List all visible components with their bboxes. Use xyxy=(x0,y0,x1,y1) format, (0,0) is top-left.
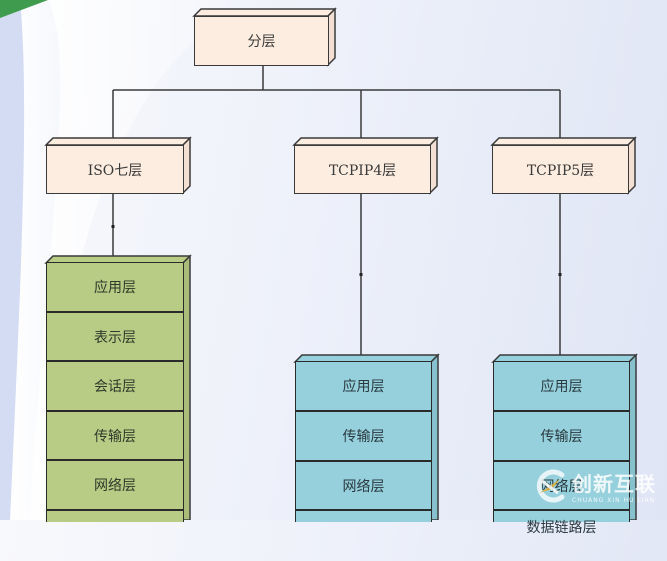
layer-stack-tcpip4: 应用层 传输层 网络层 xyxy=(295,361,432,522)
layer-row: 网络层 xyxy=(47,461,183,511)
model-label-tcpip5: TCPIP5层 xyxy=(526,162,595,179)
layer-label: 应用层 xyxy=(342,379,385,395)
layer-label: 应用层 xyxy=(540,379,583,395)
layer-row: 网络层 xyxy=(296,462,431,511)
layer-row: 网络层 xyxy=(494,462,629,511)
root-label: 分层 xyxy=(247,34,276,50)
layer-label: 表示层 xyxy=(94,329,136,346)
layer-row: 应用层 xyxy=(47,263,183,313)
model-node-tcpip5: TCPIP5层 xyxy=(492,145,629,194)
layer-row: 表示层 xyxy=(47,313,183,362)
model-node-iso: ISO七层 xyxy=(46,145,184,194)
connector-dot xyxy=(359,273,363,276)
model-label-tcpip4: TCPIP4层 xyxy=(328,162,397,179)
model-node-tcpip4: TCPIP4层 xyxy=(294,145,431,194)
layer-label: 传输层 xyxy=(94,428,136,445)
layer-label: 会话层 xyxy=(94,379,136,395)
background-decoration xyxy=(0,0,260,520)
watermark-subtext: CHUANG XIN HU LIAN xyxy=(572,497,656,504)
layer-row: 应用层 xyxy=(296,362,431,412)
layer-label: 网络层 xyxy=(94,478,136,494)
layer-row: 应用层 xyxy=(494,362,629,412)
watermark-text: 创新互联 xyxy=(572,472,656,496)
layer-label: 应用层 xyxy=(94,280,136,296)
layer-row: 传输层 xyxy=(494,412,629,462)
layer-label: 数据链路层 xyxy=(526,520,597,536)
layer-stack-iso: 应用层 表示层 会话层 传输层 网络层 xyxy=(46,262,184,522)
layer-label: 网络层 xyxy=(540,478,583,495)
connector-lines xyxy=(111,65,562,362)
green-swoosh xyxy=(0,0,48,18)
layer-label: 网络层 xyxy=(342,478,385,495)
model-label-iso: ISO七层 xyxy=(87,162,143,179)
connector-dot xyxy=(111,225,115,228)
layer-label: 传输层 xyxy=(540,429,583,445)
layer-label: 传输层 xyxy=(342,429,385,445)
layer-row xyxy=(47,511,183,561)
layer-row xyxy=(296,511,431,541)
layer-row: 传输层 xyxy=(296,412,431,462)
layer-row: 数据链路层 xyxy=(494,511,629,536)
box-bevels xyxy=(44,7,638,520)
layer-row: 传输层 xyxy=(47,412,183,461)
watermark: 创新互联 CHUANG XIN HU LIAN xyxy=(532,468,656,504)
connector-dot xyxy=(558,273,562,276)
layer-row: 会话层 xyxy=(47,362,183,412)
root-node: 分层 xyxy=(194,16,329,66)
chuangxin-logo-icon xyxy=(536,469,565,503)
